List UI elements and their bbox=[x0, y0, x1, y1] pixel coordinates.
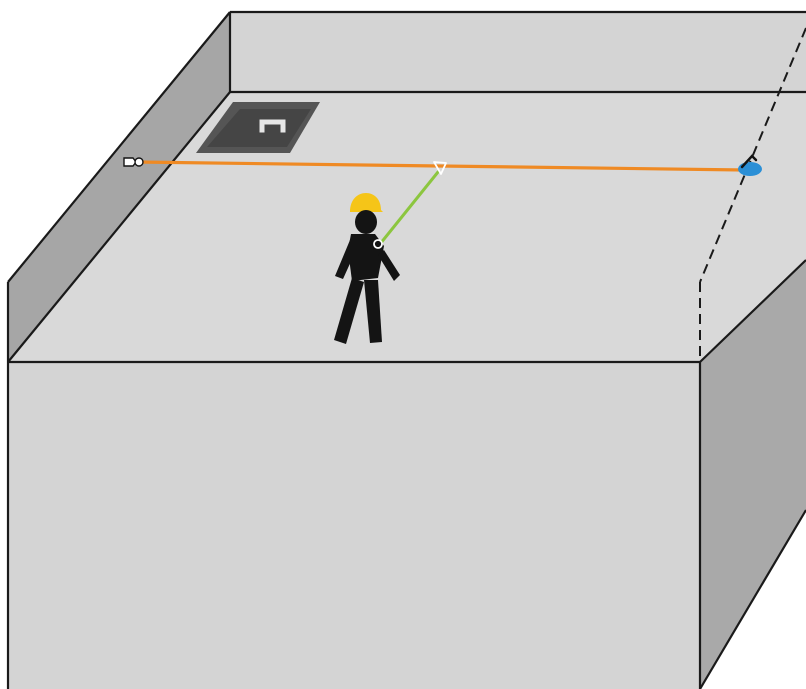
hidden-edge-upper bbox=[699, 27, 806, 283]
front-building-face bbox=[8, 362, 700, 689]
worker-helmet bbox=[350, 193, 383, 212]
tensioner-icon bbox=[738, 154, 762, 176]
worker-left-leg bbox=[334, 278, 364, 344]
roof-surface bbox=[8, 92, 806, 362]
building-edges bbox=[6, 10, 806, 689]
edge-right-top bbox=[699, 259, 806, 363]
anchor-bracket-body bbox=[123, 157, 137, 167]
worker-with-hardhat-icon bbox=[334, 193, 400, 344]
edge-right-bottom bbox=[699, 509, 806, 689]
anchor-bracket-eye bbox=[134, 157, 144, 167]
hidden-edges bbox=[699, 27, 806, 362]
hatch-lid bbox=[207, 109, 311, 147]
worker-left-arm bbox=[335, 240, 357, 279]
tensioner-hook bbox=[740, 154, 758, 169]
hatch-handle bbox=[259, 119, 286, 133]
harness-d-ring-icon bbox=[373, 239, 383, 249]
edge-left-top bbox=[7, 11, 231, 283]
right-side-wall bbox=[700, 260, 806, 689]
lifeline-shuttle-icon bbox=[433, 161, 447, 175]
worker-right-leg bbox=[364, 280, 382, 343]
worker-right-arm bbox=[378, 250, 400, 281]
back-parapet-wall bbox=[230, 12, 806, 92]
edge-left-floor bbox=[7, 91, 231, 363]
worker-head bbox=[355, 210, 377, 234]
anchor-bracket-icon bbox=[123, 157, 144, 167]
horizontal-lifeline bbox=[134, 160, 746, 172]
left-parapet-wall bbox=[8, 12, 230, 362]
roof-hatch-icon bbox=[196, 102, 320, 153]
lanyard bbox=[378, 170, 440, 246]
tensioner-body bbox=[738, 162, 762, 176]
worker-torso bbox=[348, 234, 384, 281]
